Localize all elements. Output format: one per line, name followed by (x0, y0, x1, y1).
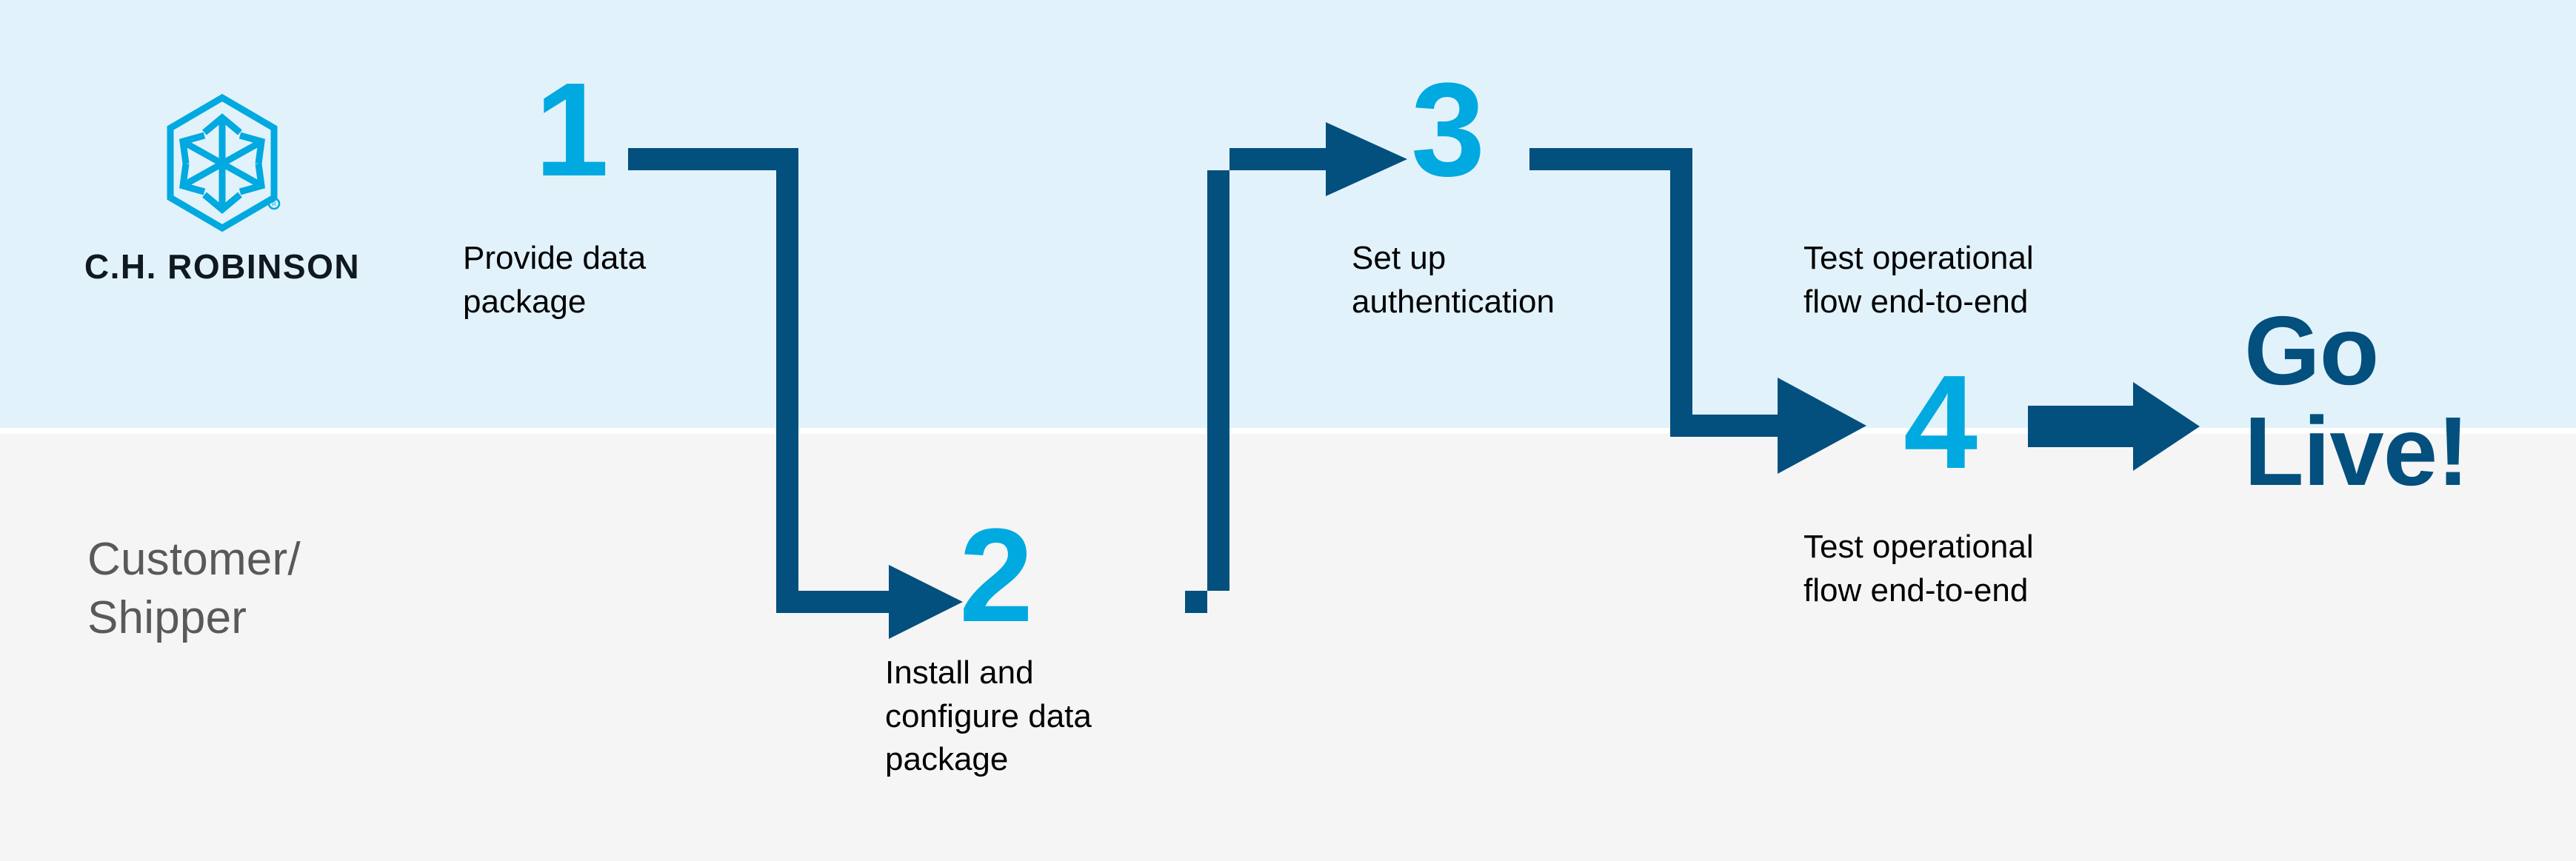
connector-1-to-2 (628, 148, 963, 639)
step-2-caption-line3: package (885, 741, 1009, 778)
connector-4-to-golive (2028, 382, 2200, 471)
ch-robinson-cube-logo-icon: R (167, 93, 281, 232)
step-1-caption-line1: Provide data (463, 240, 647, 276)
step-3-caption-line1: Set up (1352, 240, 1447, 276)
step-2-caption: Install and configure data package (885, 651, 1092, 782)
step-4-caption: Test operational flow end-to-end (1803, 526, 2034, 612)
step-3-caption-line2: authentication (1352, 283, 1555, 320)
step-4-caption-line2: flow end-to-end (1803, 572, 2029, 609)
step-3-secondary-caption-line2: flow end-to-end (1803, 283, 2029, 320)
lane-label-customer-shipper: Customer/ Shipper (87, 530, 301, 648)
svg-text:R: R (272, 201, 276, 208)
step-1-number: 1 (535, 56, 609, 204)
step-2-caption-line1: Install and (885, 654, 1034, 691)
go-live-label: Go Live! (2244, 301, 2469, 502)
step-2-number: 2 (959, 501, 1033, 650)
go-live-line1: Go (2244, 296, 2379, 405)
go-live-line2: Live! (2244, 396, 2469, 506)
background-band-customer (0, 434, 2576, 861)
lane-label-line1: Customer/ (87, 534, 301, 585)
step-4-caption-line1: Test operational (1803, 529, 2034, 565)
step-1-caption: Provide data package (463, 237, 646, 324)
connector-3-to-4 (1529, 148, 1866, 474)
step-3-number: 3 (1411, 56, 1485, 204)
brand-logo: R C.H. ROBINSON (78, 93, 367, 287)
brand-wordmark: C.H. ROBINSON (84, 247, 361, 286)
step-3-secondary-caption: Test operational flow end-to-end (1803, 237, 2034, 324)
step-4-number: 4 (1903, 348, 1978, 497)
step-2-caption-line2: configure data (885, 697, 1092, 734)
background-band-chrobinson (0, 0, 2576, 428)
step-3-caption: Set up authentication (1352, 237, 1555, 324)
step-3-secondary-caption-line1: Test operational (1803, 240, 2034, 276)
step-1-caption-line2: package (463, 283, 587, 320)
lane-label-line2: Shipper (87, 592, 247, 644)
connector-2-to-3 (1185, 122, 1407, 613)
registered-mark-icon (267, 197, 281, 210)
